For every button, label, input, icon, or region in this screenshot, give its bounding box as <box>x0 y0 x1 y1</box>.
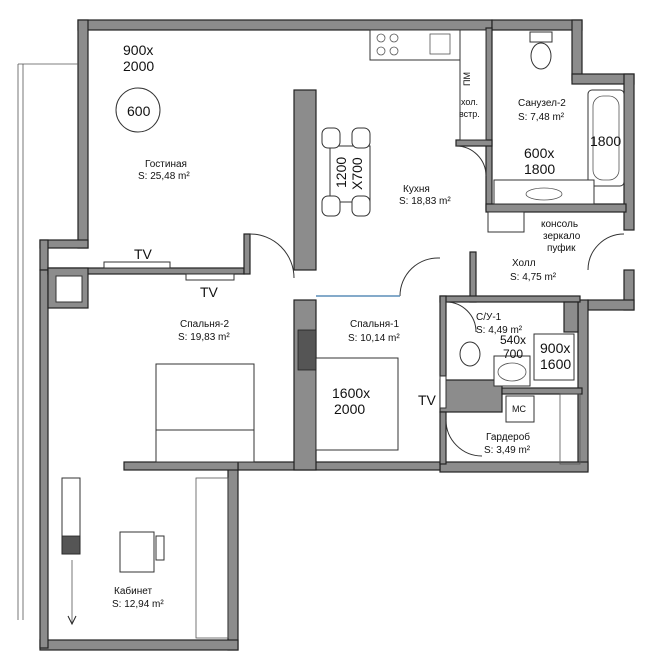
hall-console <box>487 211 525 233</box>
bedroom1-bed <box>297 329 399 451</box>
closet-dim-1: 900x <box>540 340 570 356</box>
wc1-area: S: 4,49 m² <box>476 325 523 336</box>
hall-name: Холл <box>512 258 536 269</box>
tv-stand-3 <box>439 375 447 409</box>
bedroom1-name: Спальня-1 <box>350 319 400 330</box>
wardrobe-name: Гардероб <box>486 431 530 443</box>
window-dim-2: 2000 <box>123 58 154 74</box>
kitchen-table-dim-2: X700 <box>349 157 365 190</box>
vanity-dim-1: 600x <box>524 145 554 161</box>
wardrobe-area: S: 3,49 m² <box>484 445 531 456</box>
tv-stand-2 <box>185 273 235 281</box>
living-room-name: Гостиная <box>145 159 187 170</box>
pm-label: ПМ <box>462 72 472 86</box>
console-label-3: пуфик <box>547 242 576 254</box>
bath2-area: S: 7,48 m² <box>518 112 565 123</box>
kitchen-name: Кухня <box>403 184 430 195</box>
vanity-dim-2: 1800 <box>524 161 555 177</box>
washer <box>505 395 535 423</box>
bathtub-dim: 1800 <box>590 133 621 149</box>
console-label-1: консоль <box>541 219 578 230</box>
wardrobe-shelf <box>559 393 581 465</box>
tv-label-2: TV <box>200 284 219 300</box>
shower-dim-1: 540x <box>500 333 526 347</box>
shower-dim-2: 700 <box>503 347 523 361</box>
bath-vanity <box>493 179 595 205</box>
kitchen-table-dim-1: 1200 <box>333 157 349 188</box>
bed1-dim-2: 2000 <box>334 401 365 417</box>
tv-label-1: TV <box>134 246 153 262</box>
bathtub <box>587 89 625 187</box>
round-table <box>115 87 161 133</box>
doors <box>249 145 625 457</box>
bath2-toilet <box>529 31 553 70</box>
closet-dim-2: 1600 <box>540 356 571 372</box>
kitchen-table <box>321 127 371 217</box>
bedroom1-area: S: 10,14 m² <box>348 333 400 344</box>
kitchen-area: S: 18,83 m² <box>399 196 451 207</box>
fridge-label-1: хол. <box>461 97 478 107</box>
bedroom2-name: Спальня-2 <box>180 319 230 330</box>
study-name: Кабинет <box>114 585 152 597</box>
bedroom2-area: S: 19,83 m² <box>178 332 230 343</box>
kitchen-counter <box>369 29 487 141</box>
console-label-2: зеркало <box>543 231 581 242</box>
bath2-name: Санузел-2 <box>518 98 566 109</box>
hall-area: S: 4,75 m² <box>510 272 557 283</box>
living-room-area: S: 25,48 m² <box>138 171 190 182</box>
bedroom2-bed <box>155 363 255 463</box>
washer-label: МС <box>512 404 526 414</box>
tv-label-3: TV <box>418 392 437 408</box>
tv-stand-1 <box>103 261 171 269</box>
round-table-dim: 600 <box>127 103 151 119</box>
window-strip <box>17 63 78 620</box>
wc1-fixtures <box>459 333 575 387</box>
study-furniture <box>61 477 229 639</box>
window-dim-1: 900x <box>123 42 153 58</box>
fridge-label-2: встр. <box>459 109 480 119</box>
study-area: S: 12,94 m² <box>112 599 164 610</box>
wc1-name: С/У-1 <box>476 312 502 323</box>
bed1-dim-1: 1600x <box>332 385 370 401</box>
